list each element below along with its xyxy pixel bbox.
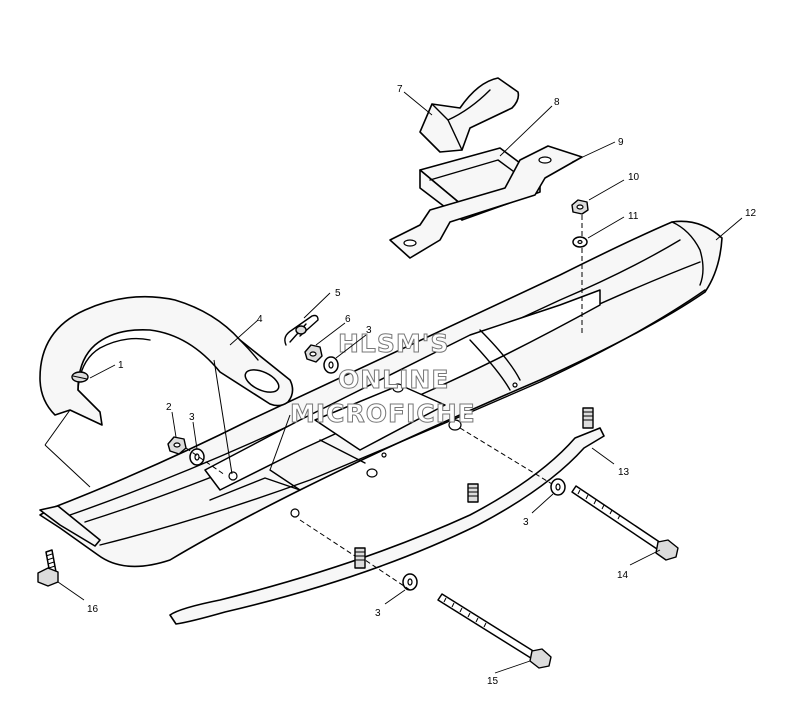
nut <box>304 344 323 363</box>
callout-9: 9 <box>618 137 624 148</box>
wear-bar <box>169 407 605 625</box>
nut <box>167 436 187 455</box>
rivet <box>71 371 89 383</box>
callout-7: 7 <box>397 84 403 95</box>
watermark-line-2: ONLINE <box>338 365 449 394</box>
washer <box>572 236 588 248</box>
callout-10: 10 <box>628 172 640 183</box>
watermark-line-1: HLSM'S <box>338 329 449 358</box>
callout-8: 8 <box>554 97 560 108</box>
callout-12: 12 <box>745 208 757 219</box>
washer <box>323 356 339 374</box>
leader-lines <box>57 91 743 674</box>
callout-3: 3 <box>523 517 529 528</box>
callout-13: 13 <box>618 467 630 478</box>
tip-rod <box>39 505 101 547</box>
lock-nut <box>571 199 589 215</box>
bolt <box>437 593 552 669</box>
callout-14: 14 <box>617 570 629 581</box>
watermark-line-3: MICROFICHE <box>290 399 476 428</box>
watermark: HLSM'S ONLINE MICROFICHE <box>290 329 476 429</box>
callout-1: 1 <box>118 360 124 371</box>
callout-2: 2 <box>166 402 172 413</box>
callout-labels: 1 2 3 3 3 3 4 5 6 7 8 9 10 11 12 13 14 1… <box>87 84 757 687</box>
callout-16: 16 <box>87 604 99 615</box>
callout-3: 3 <box>366 325 372 336</box>
ski-body <box>39 220 723 568</box>
washer <box>402 573 418 591</box>
callout-6: 6 <box>345 314 351 325</box>
callout-3: 3 <box>189 412 195 423</box>
assembly-lines <box>44 215 583 591</box>
cotter-pin <box>284 314 319 346</box>
callout-15: 15 <box>487 676 499 687</box>
bolt <box>37 549 59 587</box>
washer <box>550 478 566 496</box>
washer <box>189 448 205 466</box>
bolt <box>571 485 679 561</box>
callout-4: 4 <box>257 314 263 325</box>
callout-3: 3 <box>375 608 381 619</box>
callout-11: 11 <box>628 211 639 222</box>
callout-5: 5 <box>335 288 341 299</box>
saddle-pad <box>419 77 520 153</box>
